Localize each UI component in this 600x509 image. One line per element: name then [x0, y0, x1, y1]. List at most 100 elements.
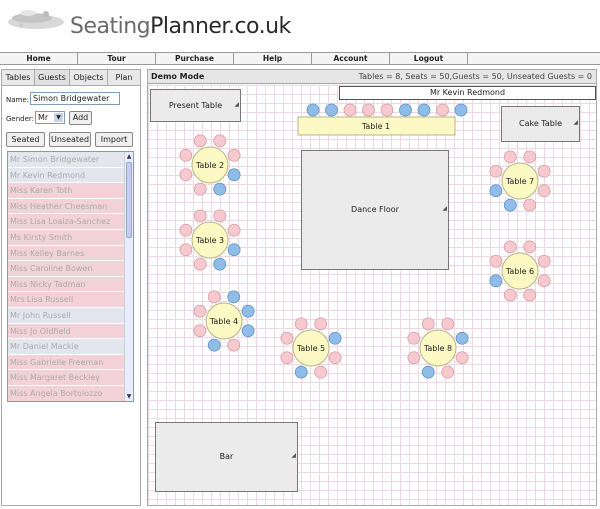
dance-floor[interactable]: Dance Floor ◢: [301, 150, 449, 270]
round-table[interactable]: Table 4: [193, 290, 255, 352]
seat[interactable]: [294, 365, 308, 379]
seat[interactable]: [441, 365, 455, 379]
seat[interactable]: [227, 243, 241, 257]
seat[interactable]: [362, 103, 375, 117]
seat[interactable]: [213, 182, 227, 196]
seat[interactable]: [280, 331, 294, 345]
resize-grip-icon[interactable]: ◢: [442, 205, 447, 212]
seat[interactable]: [241, 324, 255, 338]
seat[interactable]: [407, 351, 421, 365]
seat[interactable]: [213, 209, 227, 223]
nav-purchase[interactable]: Purchase: [156, 53, 234, 64]
seat[interactable]: [503, 150, 517, 164]
tab-guests[interactable]: Guests: [35, 70, 70, 85]
seat[interactable]: [207, 338, 221, 352]
unseated-filter-button[interactable]: Unseated: [49, 132, 91, 147]
round-table[interactable]: Table 6: [489, 240, 551, 302]
table-top[interactable]: [501, 252, 539, 290]
round-table[interactable]: Table 2: [179, 134, 241, 196]
seat[interactable]: [280, 351, 294, 365]
round-table[interactable]: Table 7: [489, 150, 551, 212]
table-top[interactable]: [191, 221, 229, 259]
scroll-up-icon[interactable]: ▲: [126, 153, 132, 160]
add-guest-button[interactable]: Add: [69, 111, 92, 125]
guest-list-scrollbar[interactable]: ▲ ▼: [124, 152, 133, 401]
guest-list-item[interactable]: Miss Kelley Barnes: [8, 245, 125, 262]
table-top[interactable]: [191, 146, 229, 184]
seat[interactable]: [489, 184, 503, 198]
guest-list-item[interactable]: Miss Jo Oldfield: [8, 323, 125, 340]
seat[interactable]: [328, 331, 342, 345]
import-button[interactable]: Import: [95, 132, 133, 147]
seat[interactable]: [306, 103, 320, 117]
seat[interactable]: [227, 290, 241, 304]
seat[interactable]: [179, 148, 193, 162]
cake-table[interactable]: Cake Table ◢: [501, 106, 580, 142]
bar-area[interactable]: Bar ◢: [155, 422, 298, 492]
seat[interactable]: [213, 134, 227, 148]
tab-plan[interactable]: Plan: [115, 73, 133, 82]
seat[interactable]: [503, 198, 517, 212]
seat[interactable]: [399, 103, 412, 117]
table-1-top[interactable]: [297, 116, 456, 136]
seat[interactable]: [294, 317, 308, 331]
nav-help[interactable]: Help: [234, 53, 312, 64]
guest-list-item[interactable]: Miss Gabrielle Freeman: [8, 354, 125, 371]
scroll-thumb[interactable]: [126, 162, 132, 238]
seat[interactable]: [417, 103, 431, 117]
seat[interactable]: [227, 168, 241, 182]
seat[interactable]: [537, 164, 551, 178]
seat[interactable]: [421, 317, 435, 331]
round-table[interactable]: Table 3: [179, 209, 241, 271]
seat[interactable]: [193, 134, 207, 148]
gender-select[interactable]: Mr ▼: [35, 111, 65, 124]
guest-list-item[interactable]: Miss Caroline Bowen: [8, 261, 125, 277]
seat[interactable]: [380, 103, 394, 117]
nav-logout[interactable]: Logout: [390, 53, 468, 64]
guest-list-item[interactable]: Miss Margaret Beckley: [8, 370, 125, 386]
resize-grip-icon[interactable]: ◢: [234, 101, 239, 108]
present-table[interactable]: Present Table ◢: [150, 89, 241, 122]
seat[interactable]: [227, 338, 241, 352]
seat[interactable]: [523, 240, 537, 254]
guest-list-item[interactable]: Miss Angela Bortolozzo: [8, 385, 125, 401]
guest-list-item[interactable]: Miss Nicky Tadman: [8, 276, 125, 293]
seat[interactable]: [523, 288, 537, 302]
seat[interactable]: [325, 103, 338, 117]
round-table[interactable]: Table 5: [280, 317, 342, 379]
round-table[interactable]: Table 8: [407, 317, 469, 379]
seated-filter-button[interactable]: Seated: [6, 132, 45, 147]
seat[interactable]: [193, 324, 207, 338]
plan-canvas[interactable]: Present Table ◢ Cake Table ◢ Dance Floor…: [148, 85, 596, 505]
seat[interactable]: [179, 223, 193, 237]
nav-home[interactable]: Home: [0, 53, 78, 64]
seat[interactable]: [241, 304, 255, 318]
guest-list-item[interactable]: Mrs Lisa Russell: [8, 292, 125, 308]
seat[interactable]: [489, 164, 503, 178]
table-top[interactable]: [292, 329, 330, 367]
seat[interactable]: [213, 257, 227, 271]
seat[interactable]: [421, 365, 435, 379]
seat[interactable]: [489, 254, 503, 268]
seat[interactable]: [193, 304, 207, 318]
guest-list-item[interactable]: Mr Daniel Mackie: [8, 339, 125, 355]
seat[interactable]: [193, 257, 207, 271]
seat[interactable]: [179, 243, 193, 257]
table-top[interactable]: [419, 329, 457, 367]
resize-grip-icon[interactable]: ◢: [573, 119, 578, 126]
seat[interactable]: [314, 365, 328, 379]
seat[interactable]: [503, 240, 517, 254]
nav-account[interactable]: Account: [312, 53, 390, 64]
seat[interactable]: [343, 103, 357, 117]
seat[interactable]: [328, 351, 342, 365]
seat[interactable]: [227, 148, 241, 162]
guest-list-item[interactable]: Miss Lisa Loaiza-Sanchez: [8, 214, 125, 230]
table-top[interactable]: [205, 302, 243, 340]
seat[interactable]: [489, 274, 503, 288]
seat[interactable]: [503, 288, 517, 302]
tab-tables[interactable]: Tables: [2, 70, 35, 85]
seat[interactable]: [227, 223, 241, 237]
seat[interactable]: [537, 254, 551, 268]
seat[interactable]: [454, 103, 468, 117]
seat[interactable]: [523, 150, 537, 164]
